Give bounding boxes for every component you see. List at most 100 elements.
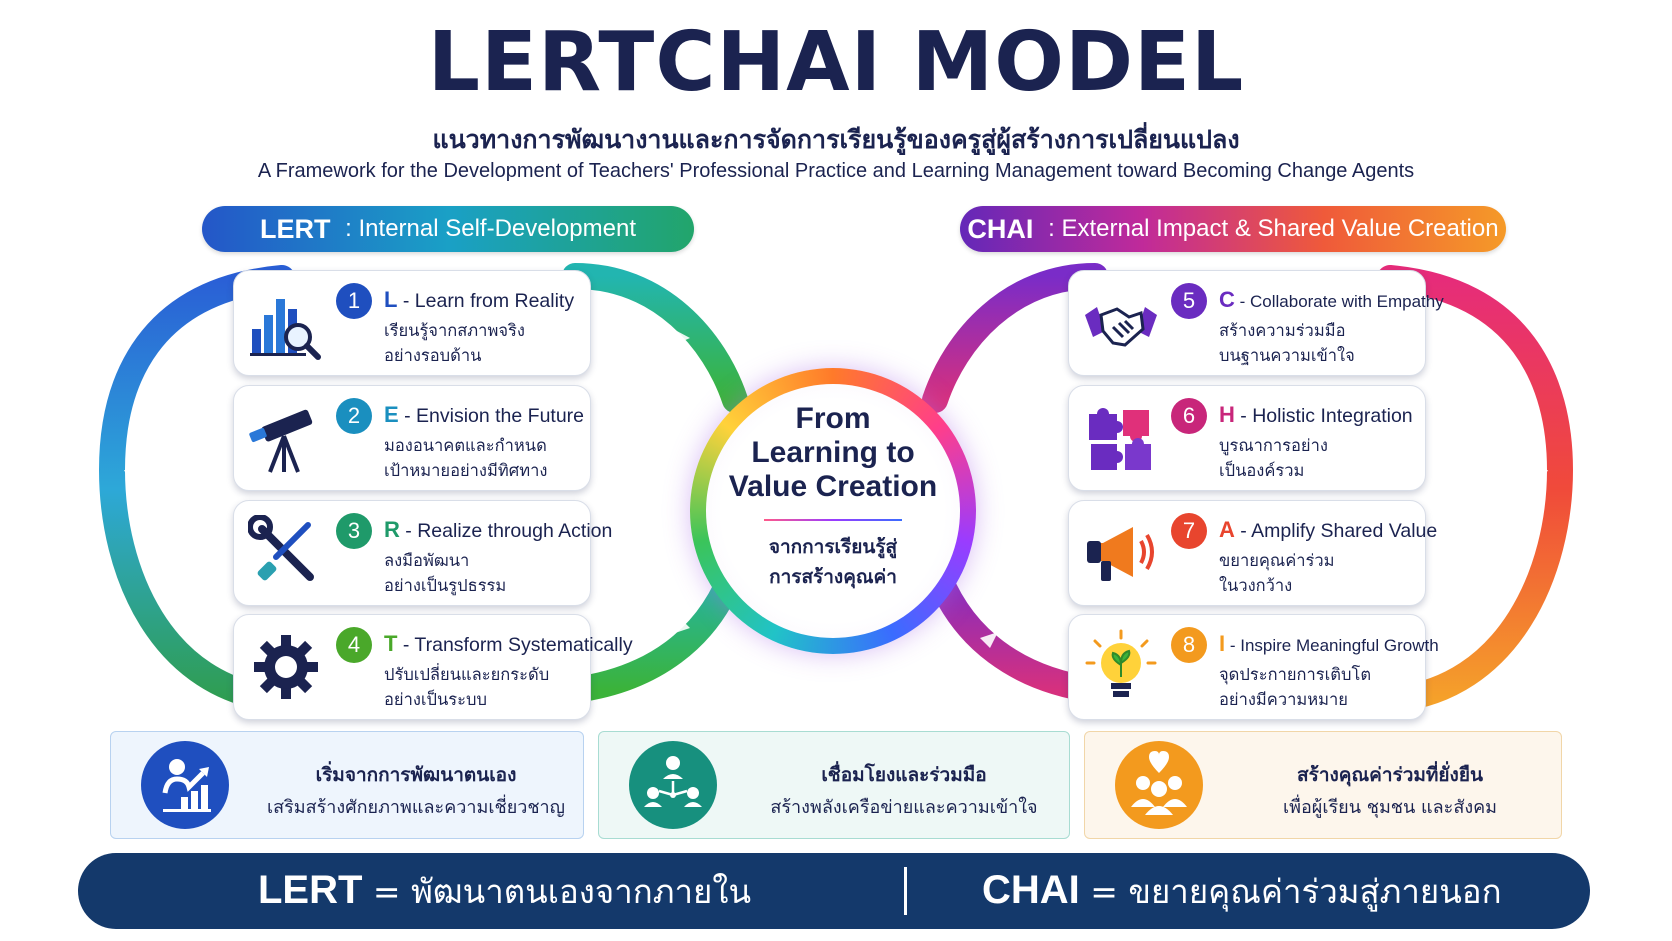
megaphone-icon — [1087, 527, 1154, 581]
center-thai-line-2: การสร้างคุณค่า — [769, 566, 897, 588]
step-number: 3 — [336, 513, 372, 549]
step-card-r: 3 R - Realize through Action ลงมือพัฒนา … — [233, 500, 612, 606]
step-title-text: - Envision the Future — [398, 405, 585, 427]
chai-loop-top-arc — [922, 263, 1108, 413]
step-title: I - Inspire Meaningful Growth — [1219, 631, 1439, 657]
bottom-box-title: สร้างคุณค่าร่วมที่ยั่งยืน — [1297, 764, 1483, 786]
step-thai-line-2: เป้าหมายอย่างมีทิศทาง — [384, 461, 548, 480]
bottom-box-subtitle: เสริมสร้างศักยภาพและความเชี่ยวชาญ — [266, 797, 566, 818]
step-thai-line-2: อย่างเป็นระบบ — [384, 690, 487, 709]
step-thai-line-1: ขยายคุณค่าร่วม — [1219, 551, 1335, 570]
step-card-l: 1 L - Learn from Reality เรียนรู้จากสภาพ… — [233, 270, 591, 376]
center-thai-line-1: จากการเรียนรู้สู่ — [768, 536, 898, 558]
step-title: A - Amplify Shared Value — [1219, 517, 1437, 543]
step-thai-line-2: อย่างเป็นรูปธรรม — [384, 576, 507, 595]
center-line-2: Learning to — [751, 436, 915, 469]
lert-arrow-bottom — [672, 618, 690, 634]
bottom-box-title: เชื่อมโยงและร่วมมือ — [821, 764, 987, 786]
person-growth-icon — [141, 741, 229, 829]
step-card-t: 4 T - Transform Systematically ปรับเปลี่… — [233, 614, 633, 720]
step-letter: A — [1219, 517, 1235, 542]
step-card-c: 5 C - Collaborate with Empathy สร้างความ… — [1068, 270, 1444, 376]
chart-magnifier-icon — [250, 299, 321, 360]
summary-lert: LERT = พัฒนาตนเองจากภายใน — [258, 865, 751, 918]
step-thai-line-1: ลงมือพัฒนา — [384, 551, 470, 570]
telescope-icon — [249, 409, 313, 473]
gear-icon — [254, 635, 318, 699]
center-thai: จากการเรียนรู้สู่ การสร้างคุณค่า — [706, 532, 960, 592]
lert-label: Internal Self-Development — [358, 215, 636, 242]
step-thai-line-1: สร้างความร่วมมือ — [1219, 321, 1346, 340]
chai-code: CHAI — [967, 213, 1034, 244]
center-line-3: Value Creation — [728, 470, 938, 503]
step-thai-line-1: มองอนาคตและกำหนด — [384, 436, 547, 455]
step-title-text: - Inspire Meaningful Growth — [1225, 636, 1439, 655]
summary-bar: LERT = พัฒนาตนเองจากภายใน CHAI = ขยายคุณ… — [78, 853, 1590, 929]
step-title: H - Holistic Integration — [1219, 402, 1413, 428]
step-title-text: - Holistic Integration — [1234, 405, 1413, 427]
lert-loop-left-arc — [98, 265, 295, 713]
step-title-text: - Collaborate with Empathy — [1234, 292, 1444, 311]
bottom-box-shared-value: สร้างคุณค่าร่วมที่ยั่งยืน เพื่อผู้เรียน … — [1084, 731, 1562, 839]
step-number: 6 — [1171, 398, 1207, 434]
step-letter: T — [384, 631, 398, 656]
bottom-box-subtitle: เพื่อผู้เรียน ชุมชน และสังคม — [1282, 797, 1498, 818]
step-title-text: - Amplify Shared Value — [1234, 520, 1438, 542]
step-thai-line-1: บูรณาการอย่าง — [1219, 436, 1328, 455]
summary-lert-text: = พัฒนาตนเองจากภายใน — [362, 872, 752, 911]
center-line-1: From — [795, 402, 871, 435]
step-title-text: - Learn from Reality — [397, 290, 575, 312]
lert-arrow-down — [124, 470, 140, 486]
lightbulb-plant-icon — [1085, 629, 1157, 697]
main-title: LERTCHAI MODEL — [427, 15, 1245, 110]
center-circle — [706, 384, 960, 638]
lert-code: LERT — [260, 213, 331, 244]
center-title: From Learning to Value Creation — [706, 402, 960, 504]
bottom-box-collaboration: เชื่อมโยงและร่วมมือ สร้างพลังเครือข่ายแล… — [598, 731, 1070, 839]
step-card-a: 7 A - Amplify Shared Value ขยายคุณค่าร่ว… — [1068, 500, 1437, 606]
step-letter: I — [1219, 631, 1226, 656]
chai-arrow-bottom — [980, 632, 998, 648]
puzzle-icon — [1089, 408, 1151, 470]
step-thai-line-2: อย่างรอบด้าน — [384, 346, 482, 365]
step-number: 8 — [1171, 627, 1207, 663]
step-letter: R — [384, 517, 400, 542]
lert-sep: : — [338, 215, 359, 242]
chai-arrow-down — [1532, 470, 1548, 486]
chai-header: CHAI : External Impact & Shared Value Cr… — [960, 206, 1506, 252]
handshake-icon — [1085, 307, 1157, 347]
chai-sep: : — [1041, 215, 1062, 242]
bottom-box-subtitle: สร้างพลังเครือข่ายและความเข้าใจ — [770, 797, 1038, 818]
chai-loop-right-arc — [1377, 265, 1574, 713]
step-letter: C — [1219, 287, 1235, 312]
step-title: R - Realize through Action — [384, 517, 612, 543]
step-letter: L — [384, 287, 398, 312]
network-people-icon — [629, 741, 717, 829]
step-title: L - Learn from Reality — [384, 287, 574, 313]
step-number: 7 — [1171, 513, 1207, 549]
summary-lert-code: LERT — [258, 868, 363, 912]
step-letter: H — [1219, 402, 1235, 427]
step-thai-line-2: บนฐานความเข้าใจ — [1219, 346, 1355, 365]
step-title: C - Collaborate with Empathy — [1219, 287, 1444, 313]
step-thai-line-1: ปรับเปลี่ยนและยกระดับ — [384, 665, 550, 684]
step-card-i: 8 I - Inspire Meaningful Growth จุดประกา… — [1068, 614, 1439, 720]
subtitle-thai: แนวทางการพัฒนางานและการจัดการเรียนรู้ของ… — [432, 125, 1240, 154]
step-title: T - Transform Systematically — [384, 631, 633, 657]
lert-arrow-up — [674, 330, 690, 345]
step-number: 4 — [336, 627, 372, 663]
step-thai-line-2: เป็นองค์รวม — [1219, 461, 1305, 480]
step-thai-line-1: จุดประกายการเติบโต — [1219, 665, 1372, 684]
step-title-text: - Realize through Action — [399, 520, 613, 542]
tools-icon — [248, 515, 314, 581]
step-card-h: 6 H - Holistic Integration บูรณาการอย่าง… — [1068, 385, 1426, 491]
summary-chai: CHAI = ขยายคุณค่าร่วมสู่ภายนอก — [982, 865, 1502, 918]
community-heart-icon — [1115, 741, 1203, 829]
step-number: 1 — [336, 283, 372, 319]
bottom-box-title: เริ่มจากการพัฒนาตนเอง — [315, 764, 517, 786]
bottom-box-self-development: เริ่มจากการพัฒนาตนเอง เสริมสร้างศักยภาพแ… — [110, 731, 584, 839]
subtitle-english: A Framework for the Development of Teach… — [257, 160, 1415, 182]
summary-chai-code: CHAI — [982, 868, 1080, 912]
center-divider — [764, 519, 902, 521]
summary-chai-text: = ขยายคุณค่าร่วมสู่ภายนอก — [1079, 872, 1502, 911]
